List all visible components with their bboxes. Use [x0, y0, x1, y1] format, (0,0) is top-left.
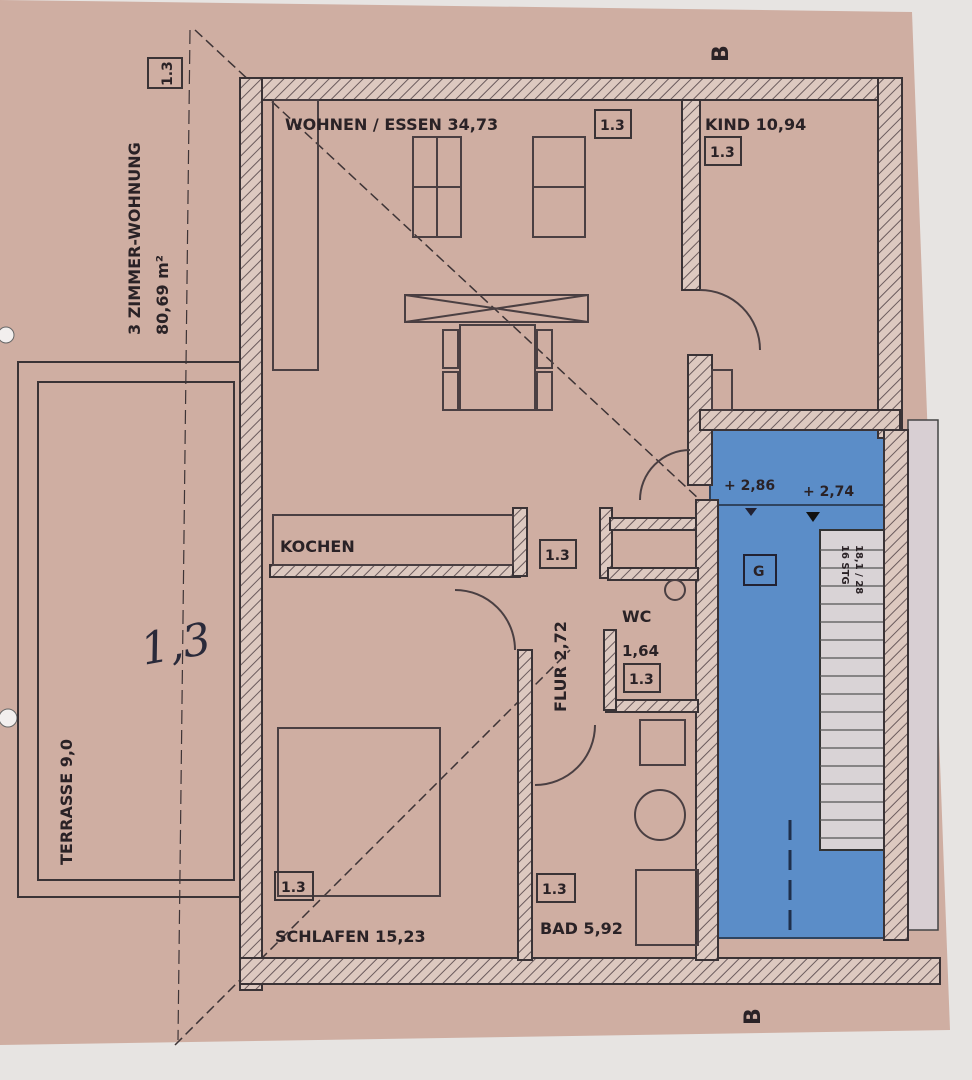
binder-hole [0, 326, 15, 344]
level-label-1: + 2,86 [724, 478, 775, 494]
tag-box [536, 873, 576, 903]
room-tag-kind: 1.3 [710, 145, 735, 161]
tag-box [539, 539, 577, 569]
room-label-wohnen: WOHNEN / ESSEN 34,73 [285, 115, 498, 134]
handwritten-note: 1,3 [137, 613, 215, 675]
room-label-wc: WC [622, 607, 651, 626]
terrace-label: TERRASSE 9,0 [57, 739, 76, 865]
section-marker-bottom: B [741, 1008, 766, 1025]
apartment-title: 3 ZIMMER-WOHNUNG [125, 142, 144, 335]
stair-hall-tag: G [753, 564, 765, 580]
room-label-bad: BAD 5,92 [540, 919, 623, 938]
room-tag-wc: 1.3 [629, 672, 654, 688]
room-label-flur: FLUR 2,72 [551, 621, 570, 712]
room-label-schlafen: SCHLAFEN 15,23 [275, 927, 426, 946]
stair-label-2: 18,1 / 28 [853, 545, 864, 594]
apartment-tag: 1.3 [160, 61, 176, 86]
apartment-area: 80,69 m² [153, 255, 172, 335]
tag-box [594, 109, 632, 139]
level-marker-icon [806, 512, 820, 522]
stair-label-1: 16 STG [839, 545, 850, 585]
furniture [272, 99, 761, 946]
tag-box [743, 554, 777, 586]
room-tag-schlafen: 1.3 [281, 880, 306, 896]
level-label-2: + 2,74 [803, 484, 854, 500]
level-marker-icon [745, 508, 757, 516]
room-tag-wohnen: 1.3 [600, 118, 625, 134]
neighbor-stair [907, 419, 939, 931]
diagonal-line [194, 29, 701, 501]
room-area-wc: 1,64 [622, 642, 659, 660]
binder-hole [0, 708, 18, 728]
axis-line [177, 29, 191, 1041]
room-tag-bad: 1.3 [542, 882, 567, 898]
room-label-kochen: KOCHEN [280, 537, 355, 556]
room-tag-flur: 1.3 [545, 548, 570, 564]
walls [239, 77, 941, 991]
section-marker-top: B [709, 45, 734, 62]
tag-box [147, 57, 183, 89]
tag-box [274, 871, 314, 901]
tag-box [704, 136, 742, 166]
room-label-kind: KIND 10,94 [705, 115, 806, 134]
tag-box [623, 663, 661, 693]
